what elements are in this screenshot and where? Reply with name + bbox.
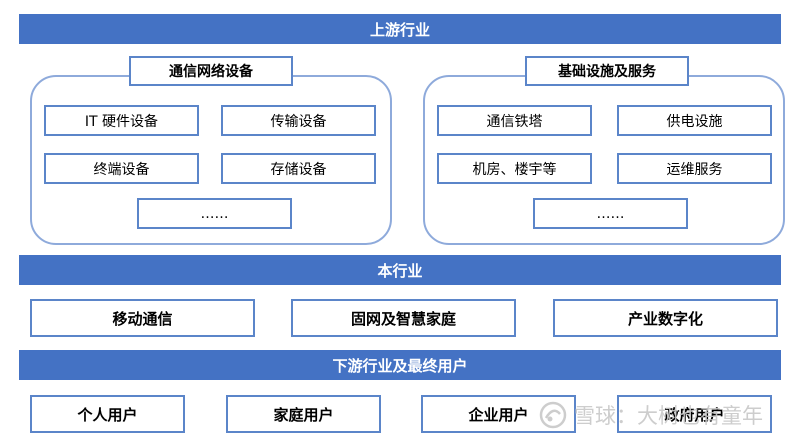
item-industrial-digitalization: 产业数字化 [553,299,778,337]
upstream-header: 上游行业 [19,14,781,44]
item-machine-room-buildings: 机房、楼宇等 [437,153,592,184]
industry-header: 本行业 [19,255,781,285]
item-individual-users: 个人用户 [30,395,185,433]
item-more-network: …… [137,198,292,229]
item-enterprise-users: 企业用户 [421,395,576,433]
item-terminal-equipment: 终端设备 [44,153,199,184]
item-transmission-equipment: 传输设备 [221,105,376,136]
group-title-network-equipment: 通信网络设备 [129,56,293,86]
item-household-users: 家庭用户 [226,395,381,433]
downstream-header: 下游行业及最终用户 [19,350,781,380]
item-communication-tower: 通信铁塔 [437,105,592,136]
item-fixed-network-smart-home: 固网及智慧家庭 [291,299,516,337]
item-more-infrastructure: …… [533,198,688,229]
item-operation-maintenance: 运维服务 [617,153,772,184]
item-mobile-communication: 移动通信 [30,299,255,337]
item-government-users: 政府用户 [617,395,772,433]
item-storage-equipment: 存储设备 [221,153,376,184]
item-it-hardware: IT 硬件设备 [44,105,199,136]
group-title-infrastructure-services: 基础设施及服务 [525,56,689,86]
item-power-facilities: 供电设施 [617,105,772,136]
